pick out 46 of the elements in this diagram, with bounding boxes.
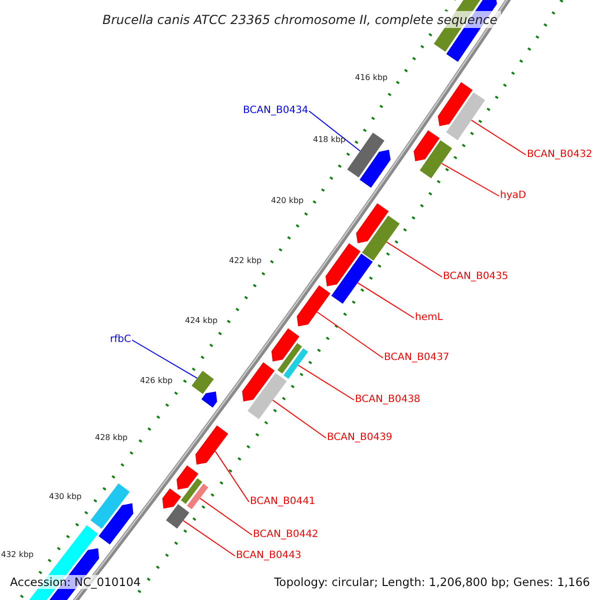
gene-block <box>331 254 373 304</box>
gene-label: hemL <box>415 312 443 324</box>
gene-label: BCAN_B0435 <box>443 271 508 283</box>
gene-block <box>166 504 190 529</box>
gene-block <box>192 370 214 394</box>
gene-label: hyaD <box>500 190 526 202</box>
gene-block <box>296 285 330 326</box>
leader-line <box>272 400 326 438</box>
scale-label: 432 kbp <box>1 550 34 560</box>
gene-label: rfbC <box>110 334 131 346</box>
sequence-info-text: Topology: circular; Length: 1,206,800 bp; Genes: 1,166 <box>272 575 592 589</box>
scale-label: 422 kbp <box>229 256 262 266</box>
gene-block <box>420 140 452 178</box>
leader-line <box>298 364 354 400</box>
scale-label: 420 kbp <box>271 196 304 206</box>
gene-label: BCAN_B0432 <box>527 149 592 161</box>
gene-block <box>347 132 384 178</box>
leader-line <box>132 340 198 379</box>
leader-line <box>308 110 361 152</box>
leader-line <box>441 162 500 196</box>
gene-block <box>195 425 228 465</box>
gene-label: BCAN_B0442 <box>253 529 318 541</box>
gene-block <box>446 92 486 140</box>
leader-line <box>386 242 442 278</box>
gene-block <box>186 484 208 510</box>
gene-label: BCAN_B0439 <box>327 432 392 444</box>
scale-label: 430 kbp <box>49 492 82 502</box>
gene-block <box>362 216 400 261</box>
accession-text: Accession: NC_010104 <box>8 575 143 589</box>
scale-label: 428 kbp <box>95 433 128 443</box>
gene-label: BCAN_B0443 <box>236 550 302 562</box>
gene-block <box>248 372 287 420</box>
gene-label: BCAN_B0434 <box>243 105 308 117</box>
scale-label: 426 kbp <box>140 376 173 386</box>
scale-label: 424 kbp <box>185 316 218 326</box>
gene-block <box>284 348 308 379</box>
gene-label: BCAN_B0437 <box>384 352 450 364</box>
gene-label: BCAN_B0441 <box>250 496 316 508</box>
leader-line <box>200 498 252 536</box>
leader-line <box>470 120 526 156</box>
leader-line <box>316 312 384 358</box>
scale-label: 416 kbp <box>355 73 388 83</box>
gene-label: BCAN_B0438 <box>355 394 420 406</box>
scale-label: 418 kbp <box>313 135 346 145</box>
leader-line <box>182 520 236 556</box>
leader-line <box>214 450 250 502</box>
